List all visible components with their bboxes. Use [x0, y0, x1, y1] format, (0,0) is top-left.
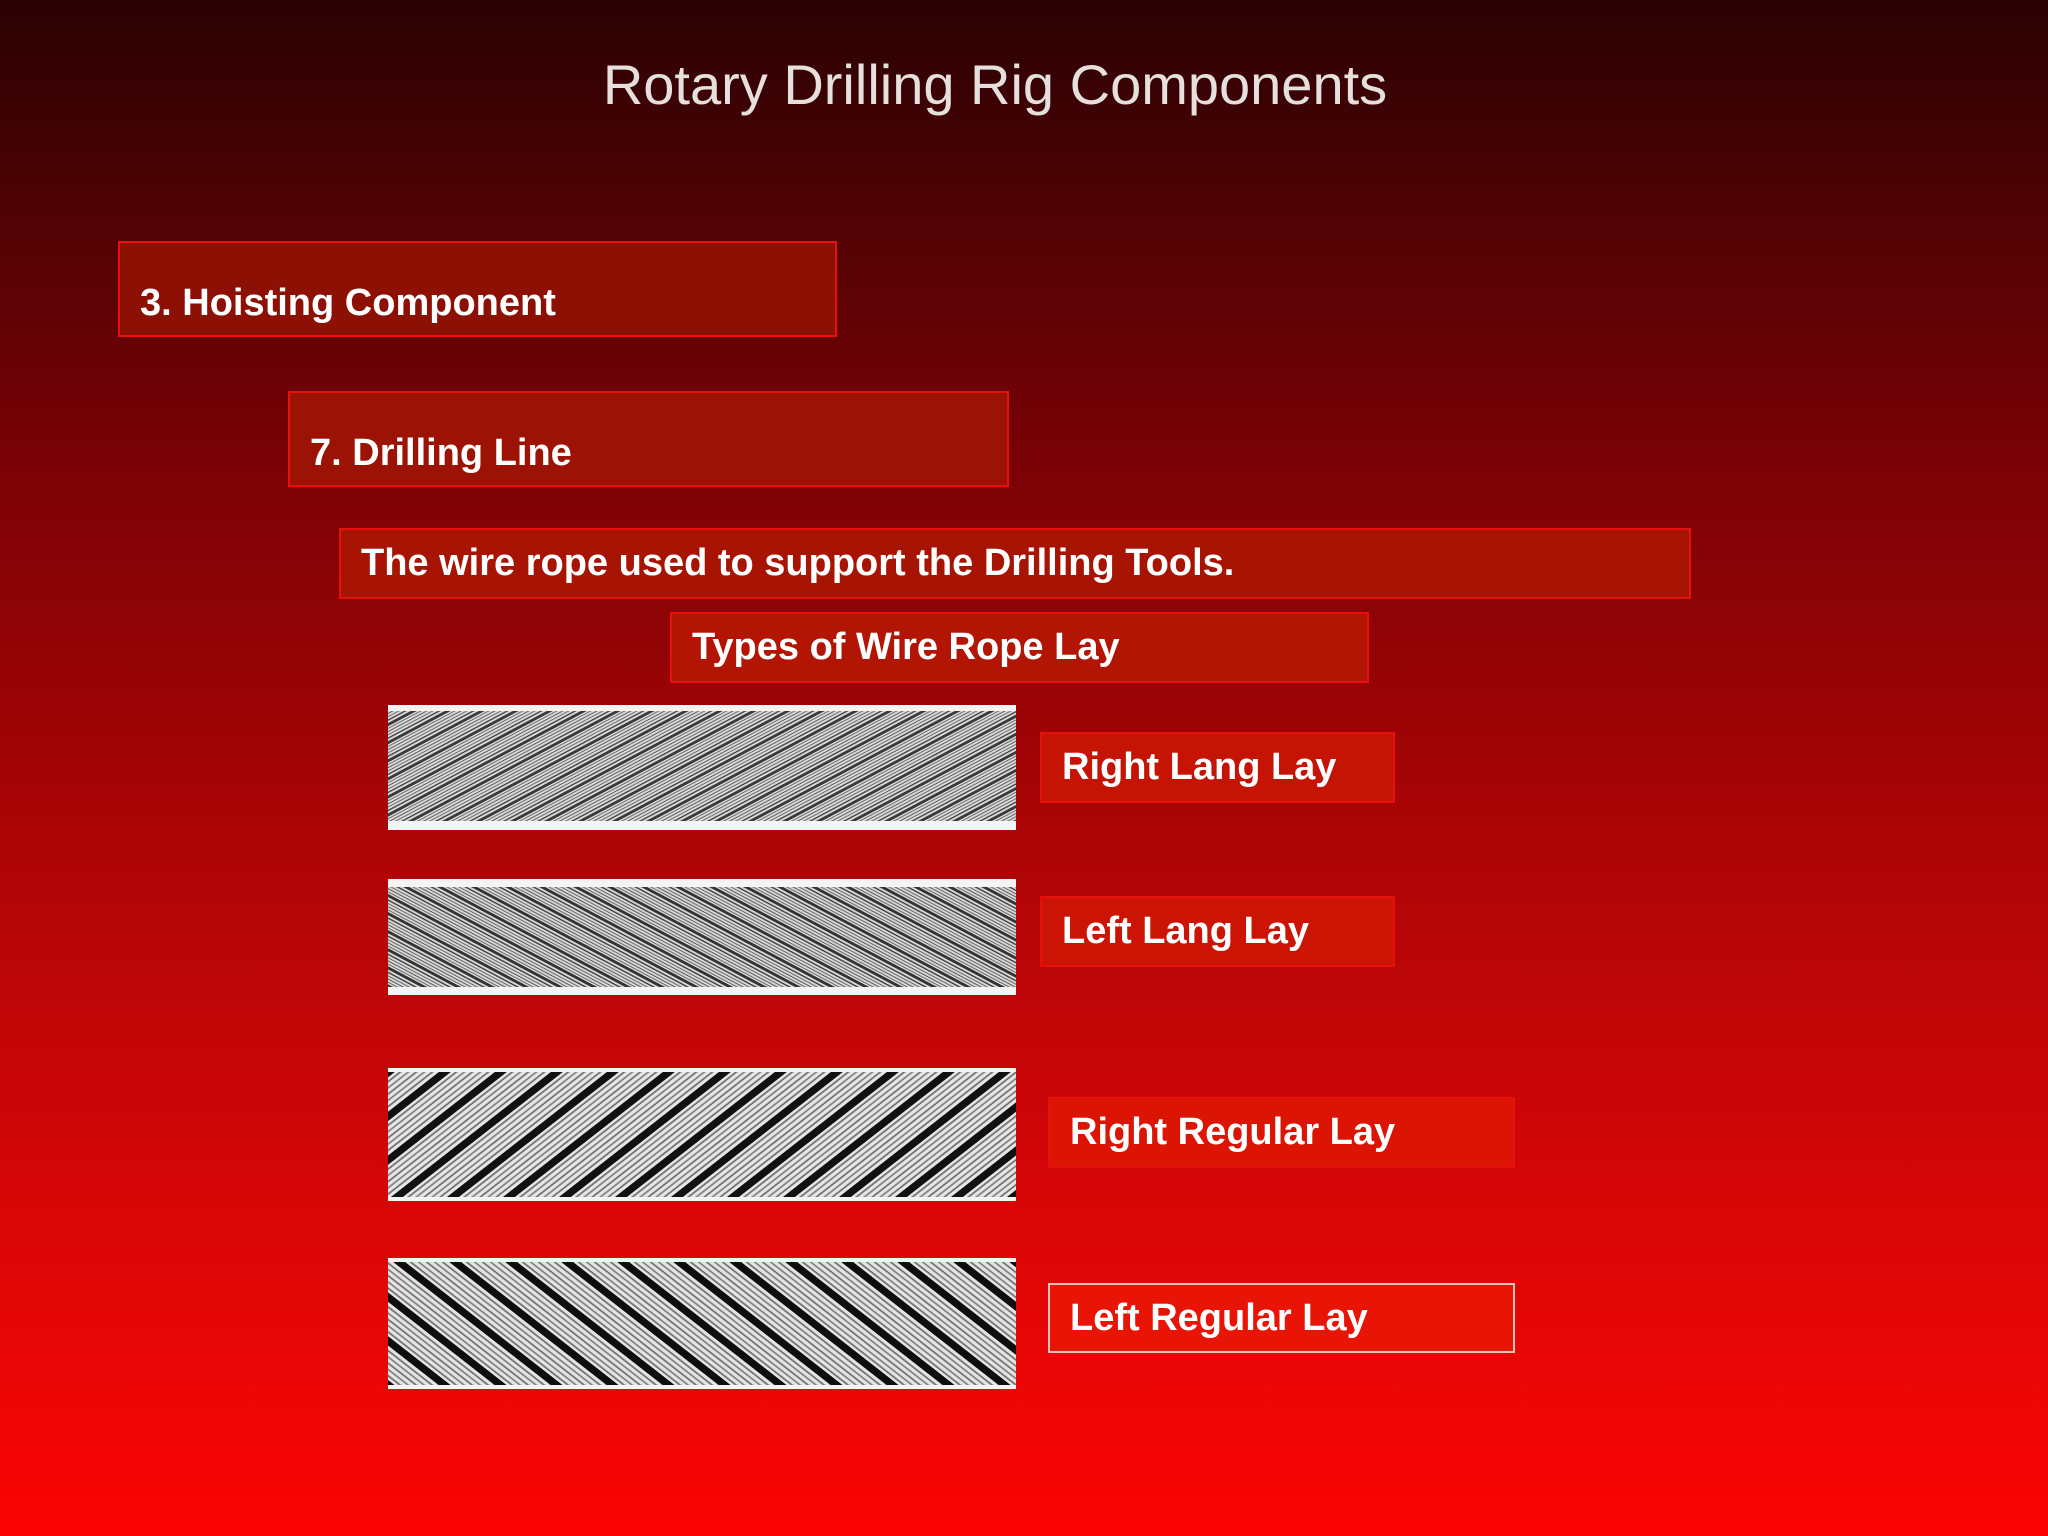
- wire-rope-right-regular-lay-image: [388, 1068, 1016, 1201]
- right-regular-lay-label: Right Regular Lay: [1070, 1111, 1396, 1153]
- hoisting-component-box: 3. Hoisting Component: [118, 241, 837, 337]
- left-lang-lay-box: Left Lang Lay: [1040, 896, 1395, 967]
- left-regular-lay-label: Left Regular Lay: [1070, 1296, 1368, 1339]
- right-lang-lay-label: Right Lang Lay: [1062, 746, 1337, 788]
- hoisting-component-label: 3. Hoisting Component: [140, 282, 556, 324]
- drilling-line-box: 7. Drilling Line: [288, 391, 1009, 487]
- slide-title: Rotary Drilling Rig Components: [602, 53, 1388, 116]
- wire-rope-left-lang-lay-image: [388, 879, 1016, 995]
- wire-rope-lay-heading-box: Types of Wire Rope Lay: [670, 612, 1369, 683]
- wire-rope-left-lang-lay-icon: [388, 887, 1016, 987]
- wire-rope-left-regular-lay-image: [388, 1258, 1016, 1389]
- right-regular-lay-box: Right Regular Lay: [1048, 1097, 1515, 1168]
- wire-rope-right-lang-lay-icon: [388, 711, 1016, 821]
- right-lang-lay-box: Right Lang Lay: [1040, 732, 1395, 803]
- drilling-line-label: 7. Drilling Line: [310, 432, 572, 474]
- left-regular-lay-box: Left Regular Lay: [1048, 1283, 1515, 1353]
- description-box: The wire rope used to support the Drilli…: [339, 528, 1691, 599]
- wire-rope-left-regular-lay-icon: [388, 1262, 1016, 1385]
- wire-rope-lay-heading: Types of Wire Rope Lay: [692, 626, 1120, 668]
- wire-rope-right-regular-lay-icon: [388, 1072, 1016, 1197]
- wire-rope-right-lang-lay-image: [388, 705, 1016, 830]
- left-lang-lay-label: Left Lang Lay: [1062, 910, 1310, 952]
- description-text: The wire rope used to support the Drilli…: [361, 542, 1235, 584]
